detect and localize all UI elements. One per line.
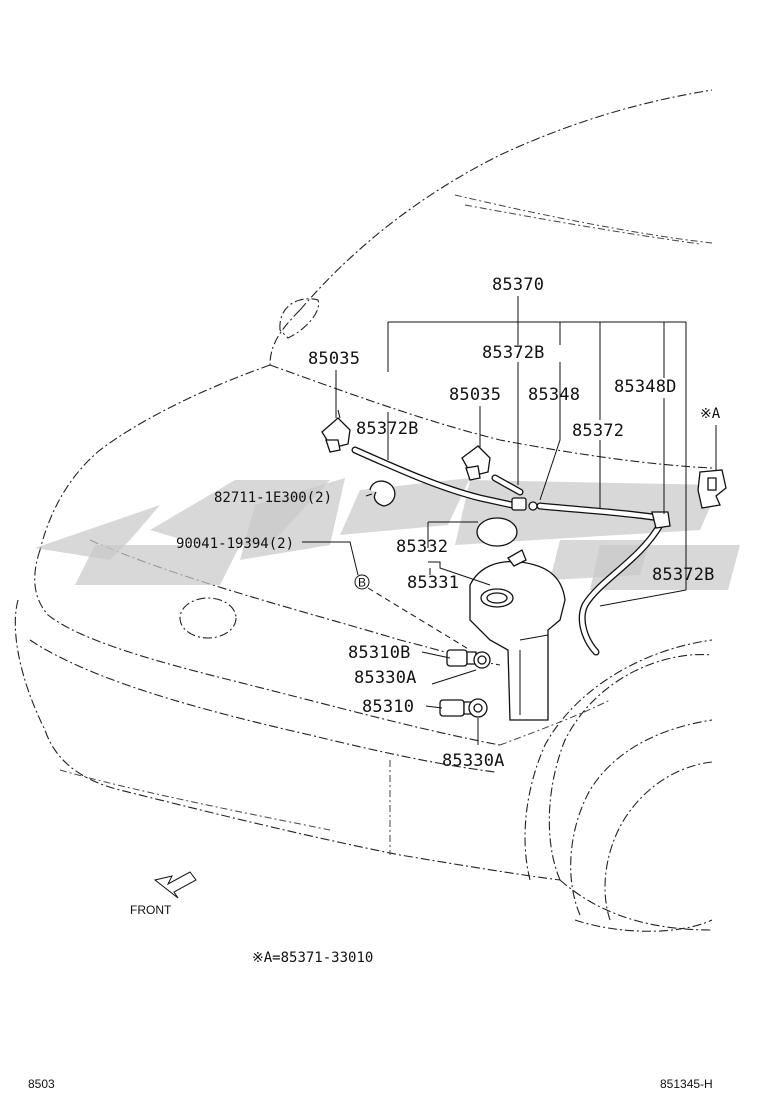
washer-hoses [351,446,664,656]
label-85331: 85331 [407,573,459,593]
tank-cap-85332 [476,517,518,547]
front-label: FRONT [130,903,172,917]
label-note-a-mark: ※A [700,406,721,422]
b-callout: B [354,574,370,590]
note-a-equals: ※A=85371-33010 [252,950,373,966]
label-85348D: 85348D [614,377,677,397]
clip-part-a [697,469,727,509]
car-body-outline [14,89,713,932]
label-85370: 85370 [492,275,544,295]
label-85372: 85372 [572,421,624,441]
b-callout-label: B [358,576,366,590]
footer-page-code: 8503 [28,1077,55,1091]
label-90041: 90041-19394(2) [176,536,294,552]
label-85330A-bottom: 85330A [442,751,505,771]
washer-tank-85331 [469,549,566,721]
label-85310: 85310 [362,697,414,717]
hose-joint-85348D [651,511,671,529]
washer-nozzle-center [461,445,491,481]
label-85035-left: 85035 [308,349,360,369]
hose-clip-82711 [369,480,396,507]
label-85330A-top: 85330A [354,668,417,688]
label-85348: 85348 [528,385,580,405]
washer-nozzle-left [321,409,351,453]
label-85310B: 85310B [348,643,411,663]
leader-lines [302,296,717,745]
label-85372B-right: 85372B [652,565,715,585]
front-arrow: FRONT [130,871,197,917]
grommet-85330A-top [473,651,491,669]
grommet-85330A-bottom [468,698,488,718]
label-85372B-top: 85372B [482,343,545,363]
watermark-logo [35,478,740,590]
label-85332: 85332 [396,537,448,557]
label-82711: 82711-1E300(2) [214,490,332,506]
label-85372B-left: 85372B [356,419,419,439]
hose-joint-85348 [511,497,538,511]
washer-pump-85310B [446,649,477,667]
washer-pump-85310 [439,699,473,717]
part-labels: 85370 85035 85372B 85035 85348 85348D ※A… [176,275,721,771]
footer-figure-code: 851345-H [660,1077,713,1091]
label-85035-center: 85035 [449,385,501,405]
